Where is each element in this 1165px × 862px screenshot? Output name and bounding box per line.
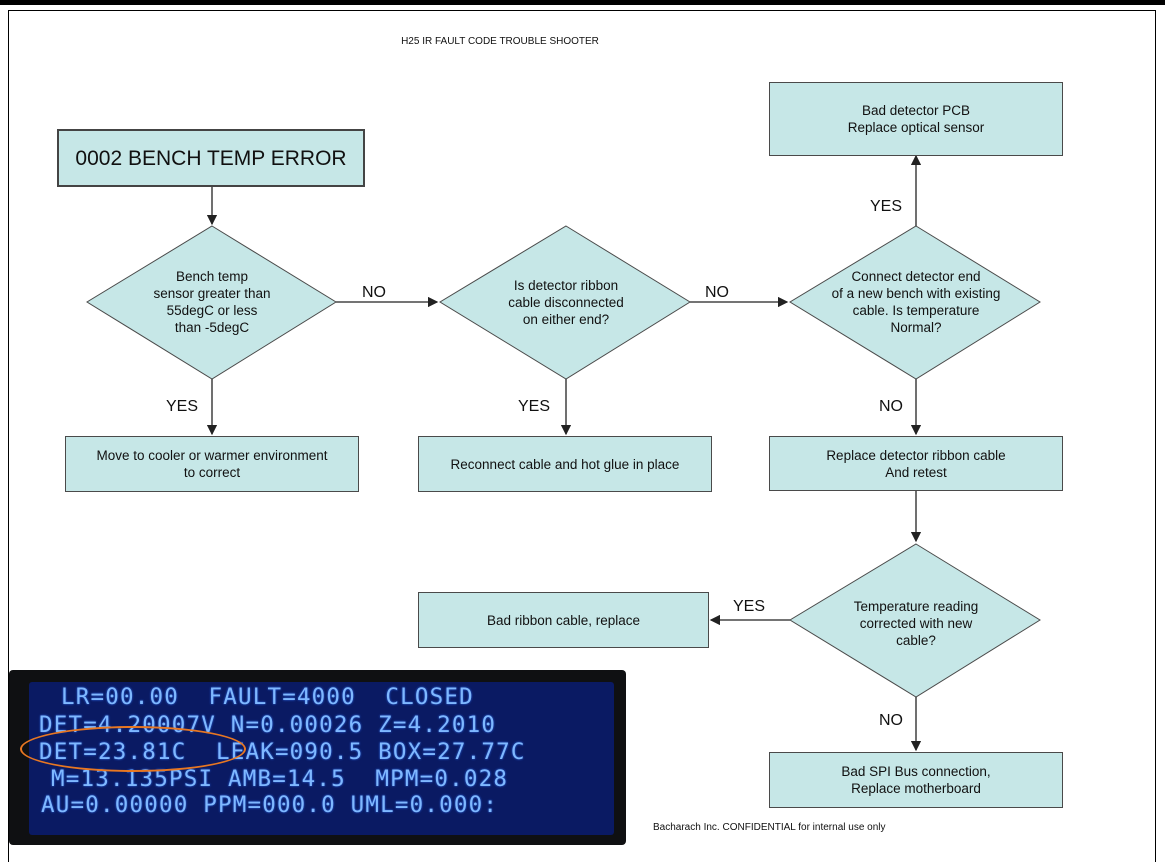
action-box-bad-detector-pcb: Bad detector PCB Replace optical sensor	[769, 82, 1063, 156]
action-box-bad-spi-bus: Bad SPI Bus connection, Replace motherbo…	[769, 752, 1063, 808]
action-box-replace-ribbon: Replace detector ribbon cable And retest	[769, 436, 1063, 491]
branch-label-no-3: NO	[879, 398, 903, 415]
branch-label-yes-4: YES	[733, 598, 766, 615]
lcd-line-5: AU=0.00000 PPM=000.0 UML=0.000:	[41, 792, 499, 818]
decision-4-text: Temperature reading corrected with new c…	[853, 598, 979, 648]
start-box-fault-code: 0002 BENCH TEMP ERROR	[57, 129, 365, 187]
decision-2-text: Is detector ribbon cable disconnected on…	[508, 277, 624, 327]
page-frame	[8, 10, 1156, 862]
confidential-footer: Bacharach Inc. CONFIDENTIAL for internal…	[653, 822, 886, 833]
branch-label-no-2: NO	[705, 284, 729, 301]
branch-label-yes-3: YES	[870, 198, 903, 215]
action-box-environment: Move to cooler or warmer environment to …	[65, 436, 359, 492]
branch-label-yes-1: YES	[166, 398, 199, 415]
decision-1-text: Bench temp sensor greater than 55degC or…	[153, 269, 271, 335]
branch-label-no-4: NO	[879, 712, 903, 729]
page-title: H25 IR FAULT CODE TROUBLE SHOOTER	[401, 36, 599, 47]
top-rule	[0, 0, 1165, 5]
highlight-ellipse	[20, 726, 246, 772]
branch-label-yes-2: YES	[518, 398, 551, 415]
branch-label-no-1: NO	[362, 284, 386, 301]
decision-3-text: Connect detector end of a new bench with…	[831, 269, 1001, 335]
lcd-line-1: LR=00.00 FAULT=4000 CLOSED	[61, 684, 474, 710]
action-box-reconnect-cable: Reconnect cable and hot glue in place	[418, 436, 712, 492]
action-box-bad-ribbon: Bad ribbon cable, replace	[418, 592, 709, 648]
